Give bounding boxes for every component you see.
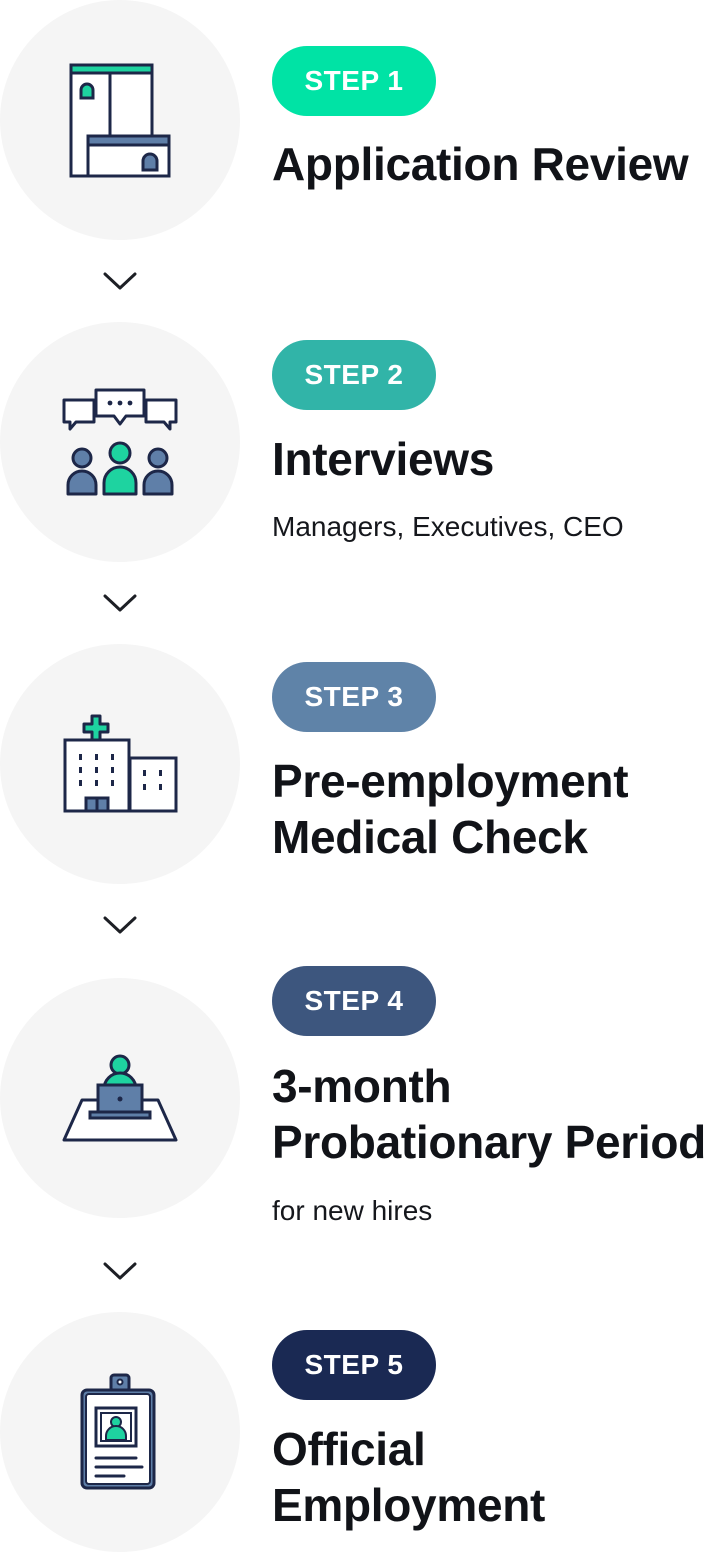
- application-form-icon: [69, 63, 171, 178]
- step-5-badge: STEP 5: [272, 1330, 436, 1400]
- step-4-title: 3-month Probationary Period: [272, 1060, 706, 1168]
- chevron-down-icon: [103, 1262, 137, 1280]
- employee-desk-icon: [62, 1054, 178, 1142]
- chevron-down-icon: [103, 272, 137, 290]
- step-2-badge: STEP 2: [272, 340, 436, 410]
- step-4-badge: STEP 4: [272, 966, 436, 1036]
- step-5-title: Official Employment: [272, 1423, 546, 1531]
- interview-group-icon: [62, 388, 178, 496]
- step-1-title: Application Review: [272, 138, 689, 190]
- step-1-badge: STEP 1: [272, 46, 436, 116]
- id-badge-icon: [80, 1373, 156, 1490]
- step-5-icon-circle: [0, 1312, 240, 1552]
- chevron-down-icon: [103, 594, 137, 612]
- step-4-icon-circle: [0, 978, 240, 1218]
- chevron-down-icon: [103, 916, 137, 934]
- step-3-icon-circle: [0, 644, 240, 884]
- step-2-subtitle: Managers, Executives, CEO: [272, 511, 624, 542]
- step-3-title: Pre-employment Medical Check: [272, 755, 629, 863]
- step-2-icon-circle: [0, 322, 240, 562]
- step-1-icon-circle: [0, 0, 240, 240]
- step-3-badge: STEP 3: [272, 662, 436, 732]
- hospital-icon: [63, 714, 178, 813]
- step-4-subtitle: for new hires: [272, 1195, 433, 1226]
- step-2-title: Interviews: [272, 433, 494, 485]
